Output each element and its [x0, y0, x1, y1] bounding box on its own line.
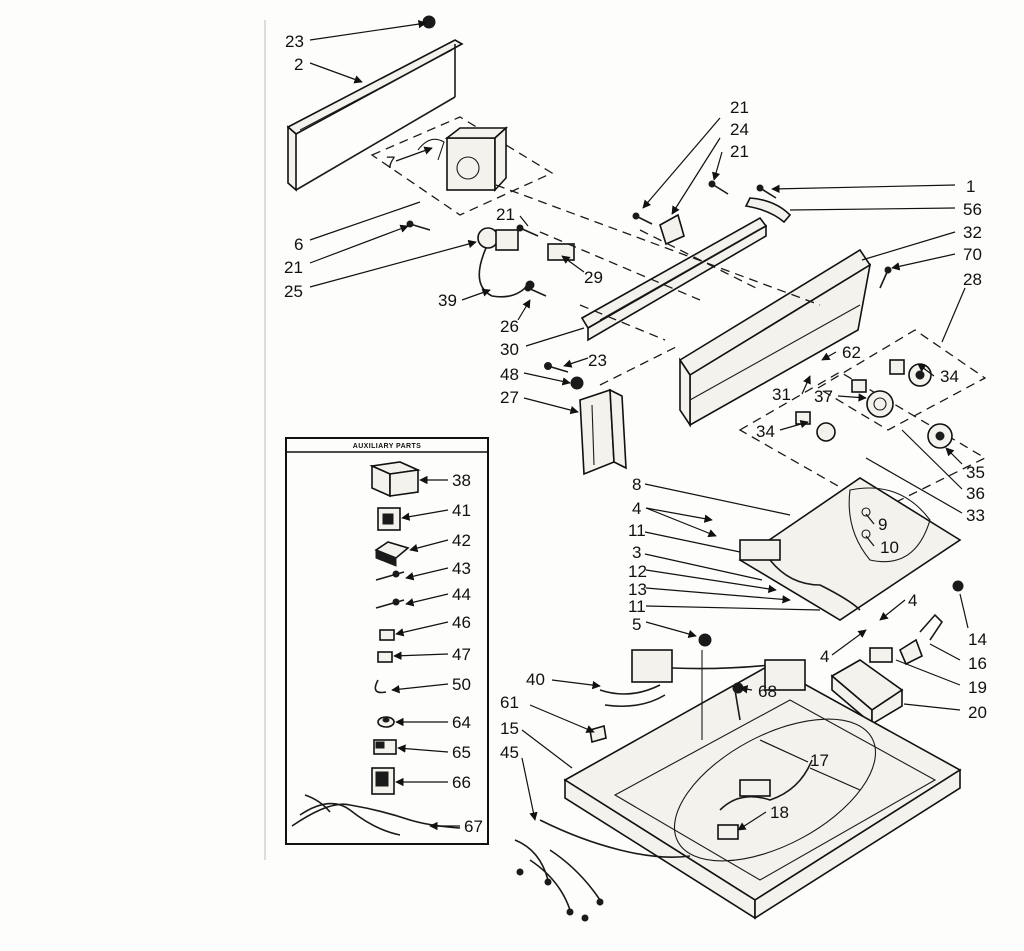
part-bracket-27 [579, 388, 627, 476]
callout-1: 1 [966, 177, 975, 196]
part-timer-group [370, 116, 554, 216]
callout-39: 39 [438, 291, 457, 310]
callout-19: 19 [968, 678, 987, 697]
callout-11: 11 [628, 597, 646, 616]
callout-43: 43 [452, 559, 471, 578]
part-harness-40 [589, 649, 806, 744]
part-harness-45 [514, 819, 691, 922]
callout-5: 5 [632, 615, 641, 634]
callout-21: 21 [730, 142, 749, 161]
callout-34: 34 [940, 367, 959, 386]
callout-12: 12 [628, 562, 647, 581]
callout-labels: 23 2 7 6 21 25 21 29 39 26 30 23 48 27 2… [284, 32, 987, 836]
callout-26: 26 [500, 317, 519, 336]
callout-4: 4 [632, 499, 641, 518]
callout-62: 62 [842, 343, 861, 362]
callout-35: 35 [966, 463, 985, 482]
callout-4: 4 [820, 647, 829, 666]
callout-13: 13 [628, 580, 647, 599]
callout-46: 46 [452, 613, 471, 632]
callout-65: 65 [452, 743, 471, 762]
callout-33: 33 [966, 506, 985, 525]
callout-56: 56 [963, 200, 982, 219]
callout-2: 2 [294, 55, 303, 74]
callout-10: 10 [880, 538, 899, 557]
callout-15: 15 [500, 719, 519, 738]
callout-24: 24 [730, 120, 749, 139]
callout-45: 45 [500, 743, 519, 762]
callout-40: 40 [526, 670, 545, 689]
callout-37: 37 [814, 387, 833, 406]
callout-4: 4 [908, 591, 917, 610]
callout-3: 3 [632, 543, 641, 562]
callout-7: 7 [386, 153, 395, 172]
callout-66: 66 [452, 773, 471, 792]
callout-44: 44 [452, 585, 471, 604]
callout-18: 18 [770, 803, 789, 822]
callout-64: 64 [452, 713, 471, 732]
callout-31: 31 [772, 385, 791, 404]
callout-25: 25 [284, 282, 303, 301]
callout-21: 21 [730, 98, 749, 117]
part-knob-group-33 [738, 371, 987, 511]
callout-11: 11 [628, 521, 646, 540]
part-lid-switch [698, 613, 944, 726]
callout-20: 20 [968, 703, 987, 722]
callout-30: 30 [500, 340, 519, 359]
part-switch-cord [477, 227, 575, 298]
callout-6: 6 [294, 235, 303, 254]
part-washer-top [563, 650, 962, 920]
callout-42: 42 [452, 531, 471, 550]
callout-9: 9 [878, 515, 887, 534]
callout-48: 48 [500, 365, 519, 384]
callout-23: 23 [285, 32, 304, 51]
callout-68: 68 [758, 682, 777, 701]
callout-21: 21 [496, 205, 515, 224]
callout-16: 16 [968, 654, 987, 673]
callout-leaders [309, 19, 969, 831]
screws [406, 180, 892, 390]
callout-8: 8 [632, 475, 641, 494]
callout-38: 38 [452, 471, 471, 490]
callout-47: 47 [452, 645, 471, 664]
callout-29: 29 [584, 268, 603, 287]
callout-17: 17 [810, 751, 829, 770]
callout-67: 67 [464, 817, 483, 836]
callout-50: 50 [452, 675, 471, 694]
aux-parts-box: AUXILIARY PARTS [285, 437, 489, 845]
callout-32: 32 [963, 223, 982, 242]
callout-61: 61 [500, 693, 519, 712]
aux-parts-title: AUXILIARY PARTS [353, 443, 422, 450]
callout-23: 23 [588, 351, 607, 370]
callout-28: 28 [963, 270, 982, 289]
callout-14: 14 [968, 630, 987, 649]
callout-41: 41 [452, 501, 471, 520]
part-top-cover [738, 477, 964, 621]
part-console-strip [286, 15, 464, 192]
callout-70: 70 [963, 245, 982, 264]
callout-36: 36 [966, 484, 985, 503]
callout-27: 27 [500, 388, 519, 407]
callout-21: 21 [284, 258, 303, 277]
part-console-backsplash [580, 197, 872, 428]
callout-34: 34 [756, 422, 775, 441]
